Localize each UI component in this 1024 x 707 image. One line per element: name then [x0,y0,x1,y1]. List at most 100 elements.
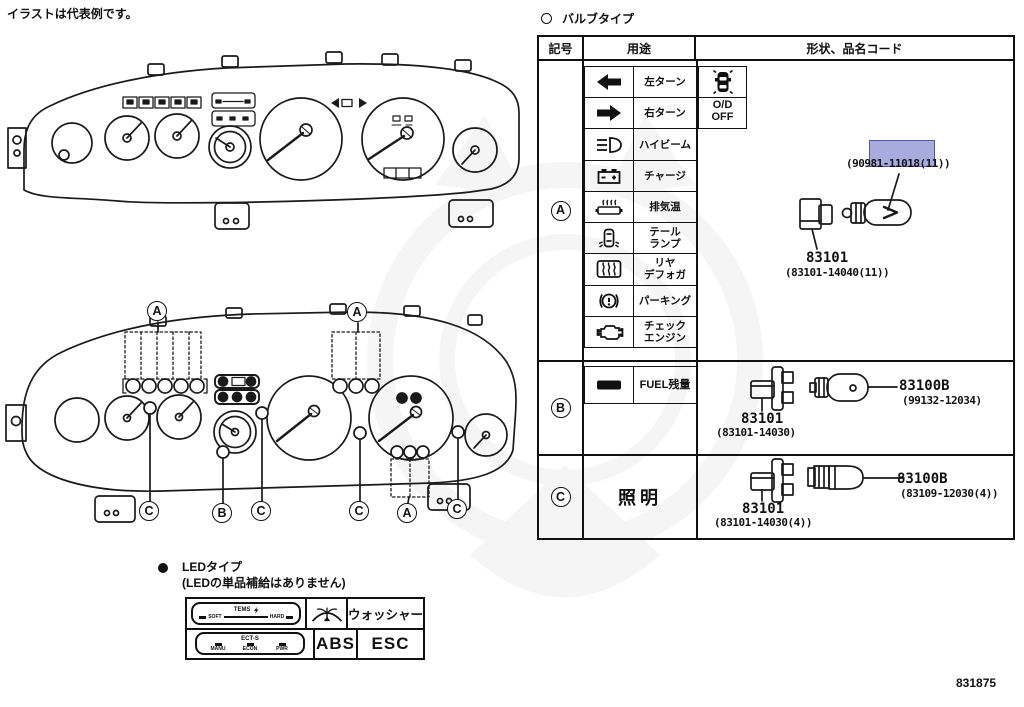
led-bar [246,642,254,646]
callout-c: C [139,501,159,521]
usage-label: パーキング [638,294,692,307]
column-divider [696,362,698,454]
led-bar [278,642,286,646]
callout-a: A [397,503,417,523]
usage-subtable-b: FUEL残量 [584,366,697,404]
fuel-level-icon [585,367,634,403]
header-usage: 用途 [584,37,696,59]
highlighted-part-box[interactable] [869,140,935,167]
part-number-c-socket[interactable]: 83101 [742,501,785,517]
tail-lamp-icon [585,223,634,254]
usage-row: ハイビーム [585,129,696,161]
usage-row: チャージ [585,160,696,192]
led-row-1: TEMS SOFT HARD [187,599,423,630]
tems-soft-label: SOFT [208,613,222,620]
usage-label: 排気温 [649,200,681,213]
tems-panel-cell: TEMS SOFT HARD [187,599,308,628]
parking-brake-icon [585,285,634,316]
ects-label-pwr: PWR [276,645,288,652]
led-row-2: ECT-S MANU ECON PWR ABS ESC [187,629,423,658]
part-code-c-socket[interactable]: (83101-14030(4)) [714,516,812,529]
rear-defogger-icon [585,254,634,285]
usage-row: FUEL残量 [585,367,696,403]
ects-mini-panel [211,110,256,127]
page-number: 831875 [956,676,997,690]
check-engine-icon [585,316,634,347]
top-note: イラストは代表例です。 [7,7,138,21]
tems-panel: TEMS SOFT HARD [191,601,302,625]
callout-c: C [349,501,369,521]
wedge-bulb-illustration-a [841,173,912,226]
led-bar [286,615,294,619]
header-shape: 形状、品名コード [806,41,903,56]
column-divider [696,61,698,360]
usage-row: 排気温 [585,191,696,224]
bottom-cluster-illustration [5,303,517,523]
column-divider [696,456,698,538]
part-number-a-socket[interactable]: 83101 [806,250,849,266]
ects-title: ECT-S [241,635,259,642]
ects-panel-cell: ECT-S MANU ECON PWR [187,629,315,658]
led-type-title: LEDタイプ [182,560,243,574]
section-symbol-a: A [550,200,571,221]
ects-label-econ: ECON [242,645,258,652]
part-number-b-socket[interactable]: 83101 [741,411,784,427]
usage-label: テール ランプ [649,226,681,251]
ects-label-manu: MANU [210,645,226,652]
bolt-icon [253,606,259,614]
washer-label: ウォッシャー [347,607,423,622]
usage-subtable-a: 左ターン 右ターン [584,66,697,348]
part-code-c-bulb[interactable]: (83109-12030(4)) [900,487,998,500]
led-bar [199,615,207,619]
led-table: TEMS SOFT HARD [185,597,425,660]
usage-label: FUEL残量 [639,378,691,391]
callout-c: C [251,501,271,521]
bulb-type-title: バルブタイプ [562,12,635,26]
wedge-bulb-illustration-b [809,373,898,402]
illumination-label: 照明 [618,488,662,508]
charge-battery-icon [585,160,634,191]
table-header: 記号 用途 形状、品名コード [539,37,1013,61]
usage-row: チェック エンジン [585,316,696,347]
washer-icon-cell [307,599,348,628]
symbol-cell-c: C [539,456,584,538]
top-cluster-illustration [7,51,520,230]
part-code-b-socket[interactable]: (83101-14030) [716,426,796,439]
part-number-b-bulb[interactable]: 83100B [899,378,950,394]
part-code-b-bulb[interactable]: (99132-12034) [902,394,982,407]
turn-arrows-indicator [331,98,367,108]
windshield-washer-icon [311,607,342,622]
section-b-content: FUEL残量 [584,362,1013,454]
bulb-parts-table: 記号 用途 形状、品名コード A 左ターン [537,35,1015,540]
car-top-view-indicator-box [698,66,747,98]
led-type-note: (LEDの単品補給はありません) [182,576,346,590]
led-bar [214,642,222,646]
usage-row: リヤ デフォガ [585,254,696,286]
callout-c: C [447,499,467,519]
usage-row: パーキング [585,285,696,317]
part-code-a-bulb[interactable]: (90981-11018(11)) [846,157,951,170]
section-symbol-c: C [550,487,571,507]
usage-row: テール ランプ [585,223,696,255]
header-symbol: 記号 [539,37,584,59]
usage-label: リヤ デフォガ [644,257,686,282]
ects-panel: ECT-S MANU ECON PWR [195,632,305,656]
table-section-c: C 照明 [539,454,1013,538]
usage-label: 右ターン [644,107,686,120]
part-number-c-bulb[interactable]: 83100B [897,471,948,487]
esc-label: ESC [371,633,410,653]
bulb-type-marker [541,13,552,24]
socket-illustration-c [750,458,794,503]
right-turn-arrow-icon [585,98,634,129]
usage-label: チャージ [644,169,686,182]
exhaust-temp-icon [585,191,634,223]
callout-b: B [212,503,232,523]
symbol-cell-b: B [539,362,584,454]
high-beam-icon [585,129,634,160]
tems-mini-panel [211,92,256,109]
part-code-a-socket[interactable]: (83101-14040(11)) [785,266,890,279]
table-section-a: A 左ターン 右ターン [539,61,1013,360]
callout-a: A [347,302,367,322]
